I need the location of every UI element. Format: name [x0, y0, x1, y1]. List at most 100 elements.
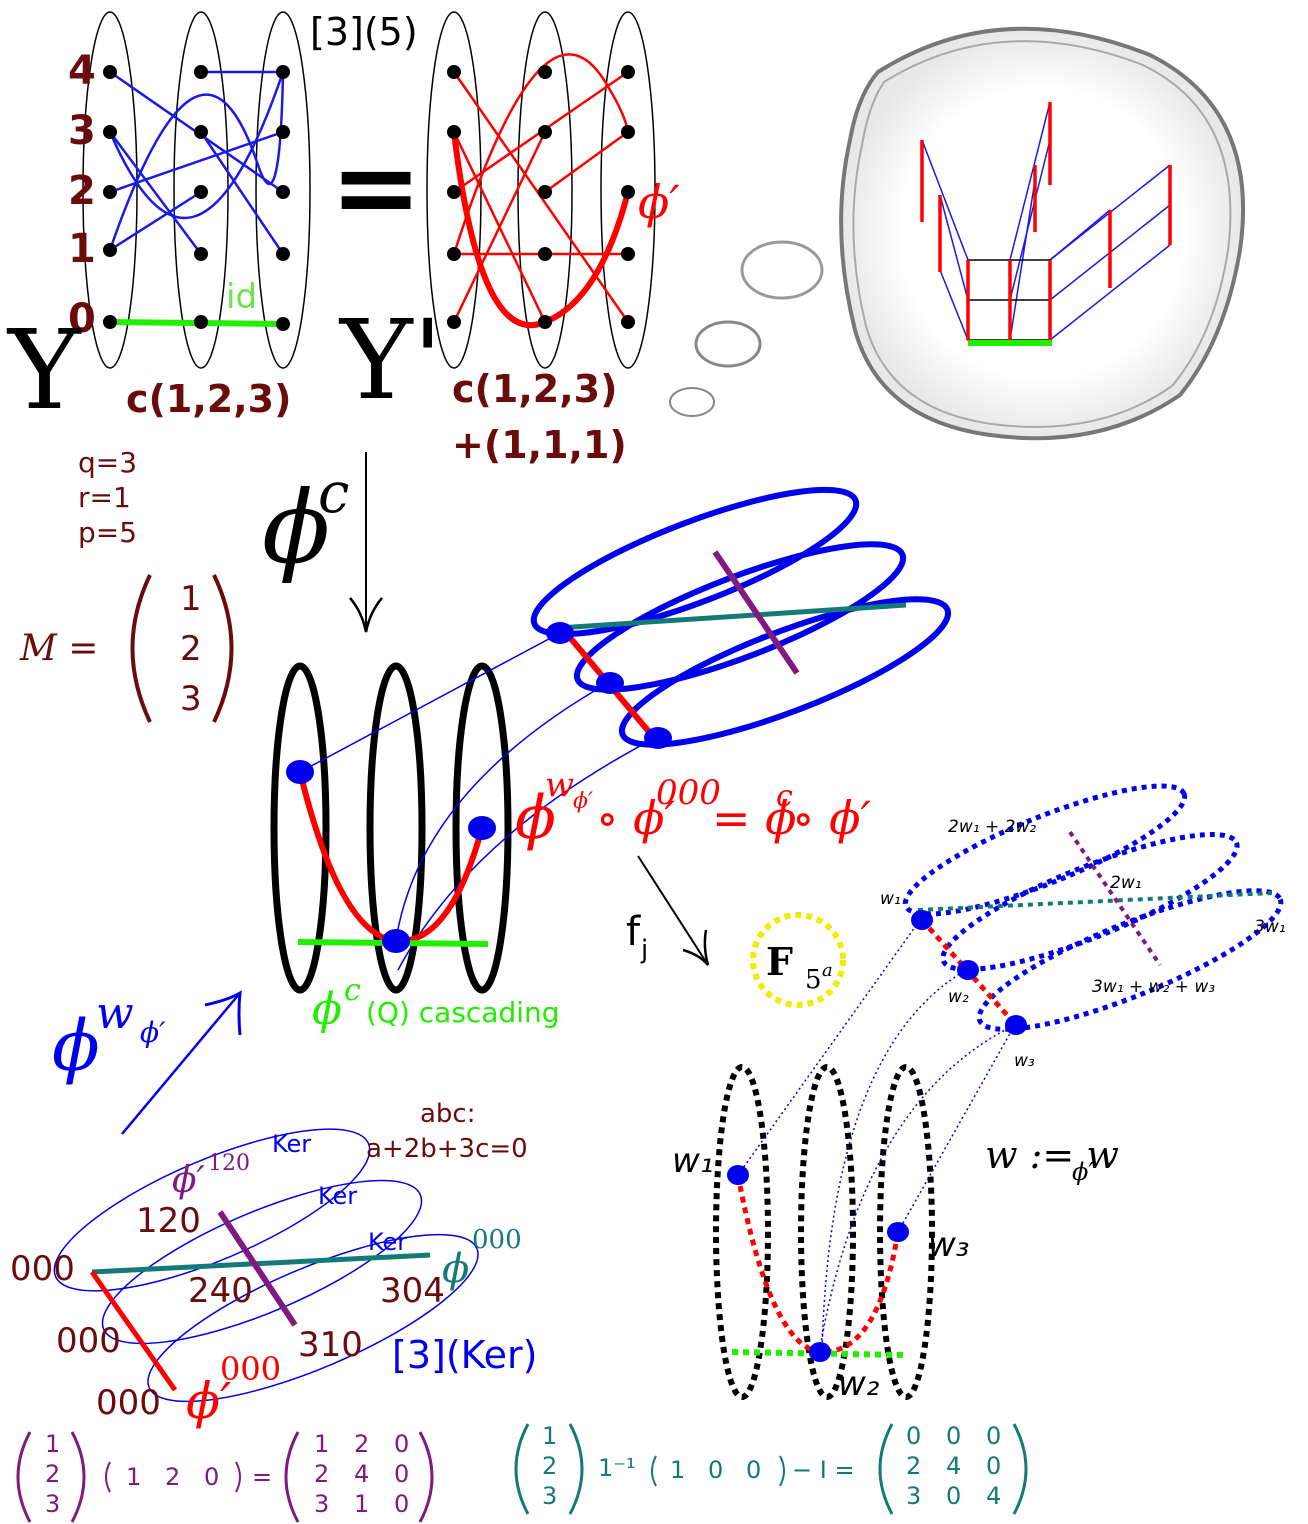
right-top-labels: 2w₁ + 2w₂ 2w₁ w₁ 3w₁ w₂ 3w₁ + w₂ + w₃ w₃	[880, 817, 1286, 1071]
eq1-res-2-3: 0	[394, 1460, 409, 1488]
field-F-sub: 5	[805, 965, 822, 995]
phi-000-sup: 000	[472, 1225, 522, 1255]
num-000-b: 000	[56, 1321, 121, 1361]
eq1-row-1: 1	[126, 1463, 141, 1491]
field-F: F	[766, 939, 793, 984]
c-label-right-plus: +(1,1,1)	[452, 423, 627, 467]
eq2-res-3-2: 0	[946, 1482, 961, 1510]
label-w1-top: w₁	[880, 889, 901, 909]
field-F-subsup: a	[822, 960, 833, 981]
eq2-res-3-3: 4	[986, 1482, 1001, 1510]
composition-phi: ϕ	[515, 783, 556, 853]
label-w2-top: w₂	[948, 987, 969, 1007]
fj-f: f	[626, 909, 641, 955]
upsilon-left: Υ	[6, 306, 82, 434]
ker-label-2: Ker	[318, 1182, 357, 1210]
kernel-diagram: abc: a+2b+3c=0 Ker Ker Ker ϕ′ 120 ϕ 000 …	[10, 1099, 538, 1430]
eq2-col-2: 2	[542, 1452, 557, 1480]
composition-rhs-tail: ∘ ϕ′	[792, 791, 872, 845]
phi-c-label: ϕ	[262, 469, 330, 586]
c-label-right: c(1,2,3)	[452, 367, 617, 411]
eq1-row-2: 2	[165, 1463, 180, 1491]
num-310: 310	[298, 1325, 363, 1365]
label-w1-bottom: w₁	[672, 1141, 713, 1181]
phi-w-label: ϕ	[52, 1005, 100, 1087]
row-label-0: 0	[68, 296, 96, 342]
eq1-col-1: 1	[45, 1430, 60, 1458]
c-label-left: c(1,2,3)	[126, 377, 291, 421]
matrix-M-entry-3: 3	[180, 679, 202, 719]
field-badge: F 5 a	[750, 912, 846, 1008]
eq2-row-2: 0	[708, 1456, 723, 1484]
eq2-res-2-2: 4	[946, 1452, 961, 1480]
phi-prime-000-sup: 000	[220, 1350, 281, 1388]
eq2-res-1-2: 0	[946, 1422, 961, 1450]
abc-line-2: a+2b+3c=0	[366, 1134, 528, 1164]
eq2-res-3-1: 3	[906, 1482, 921, 1510]
eq2-res-2-1: 2	[906, 1452, 921, 1480]
label-w3-top: w₃	[1014, 1051, 1035, 1071]
upsilon-left-diagram: 4 3 2 1 0 id Υ c(1,2,3)	[6, 11, 311, 434]
eq1-res-3-3: 0	[394, 1490, 409, 1518]
param-q: q=3	[78, 446, 137, 479]
kernel-label: [3](Ker)	[392, 1333, 538, 1377]
matrix-M-entry-2: 2	[180, 629, 202, 669]
right-bottom-labels: w₁ w₃ w₂	[672, 1141, 969, 1404]
eq2-res-1-1: 0	[906, 1422, 921, 1450]
composition-label: ϕ w ϕ′ ∘ ϕ′ 000 = ϕ c ∘ ϕ′	[515, 765, 872, 853]
label-3w1: 3w₁	[1254, 917, 1286, 937]
eq1-res-1-2: 2	[354, 1430, 369, 1458]
matrix-M: M = 1 2 3	[19, 574, 234, 723]
phi-120: ϕ′	[172, 1160, 205, 1201]
num-240: 240	[188, 1271, 253, 1311]
eq2-res-1-3: 0	[986, 1422, 1001, 1450]
ker-label-1: Ker	[272, 1130, 311, 1158]
phi-120-sup: 120	[208, 1151, 250, 1176]
upsilon-right-diagram: Υ' c(1,2,3) +(1,1,1) ϕ′	[338, 11, 680, 467]
matrix-M-entry-1: 1	[180, 579, 202, 619]
row-label-3: 3	[68, 108, 96, 154]
composition-rest: ∘ ϕ′	[596, 791, 676, 845]
phi-w-sup: w	[96, 988, 134, 1039]
num-120: 120	[136, 1201, 201, 1241]
composition-rhs-sup: c	[776, 779, 793, 814]
composition-sup: w	[545, 765, 574, 805]
composition-rhs: = ϕ	[712, 791, 797, 845]
cascade-diagram: ϕ w ϕ′ ∘ ϕ′ 000 = ϕ c ∘ ϕ′ ϕ c (Q) casca…	[270, 486, 952, 1035]
param-r: r=1	[78, 481, 131, 514]
equation-2: 1 2 3 1⁻¹ 1 0 0 − I = 0 0 0 2 4 0 3 0 4	[514, 1422, 1028, 1515]
id-label: id	[226, 277, 257, 317]
params: q=3 r=1 p=5	[78, 446, 137, 549]
equals-sign: =	[330, 123, 422, 251]
phi-prime-top: ϕ′	[638, 175, 680, 229]
num-000-c: 000	[96, 1383, 161, 1423]
phi-c-arrow: ϕ c	[262, 452, 383, 633]
title: [3](5)	[310, 10, 418, 54]
right-dotted-diagram: 2w₁ + 2w₂ 2w₁ w₁ 3w₁ w₂ 3w₁ + w₂ + w₃ w₃	[672, 783, 1286, 1404]
row-labels: 4 3 2 1 0	[68, 48, 96, 342]
label-2w1: 2w₁	[1110, 873, 1142, 893]
equation-1: 1 2 3 1 2 0 = 1 2 0 2 4 0 3 1 0	[16, 1430, 434, 1523]
eq1-col-2: 2	[45, 1460, 60, 1488]
eq1-res-1-1: 1	[314, 1430, 329, 1458]
fj-j: j	[640, 935, 648, 965]
eq1-col-3: 3	[45, 1490, 60, 1518]
eq2-col-1: 1	[542, 1422, 557, 1450]
phi-w-arrow: ϕ w ϕ′	[52, 988, 242, 1135]
label-2w1-2w2: 2w₁ + 2w₂	[948, 817, 1036, 837]
eq1-res-2-2: 4	[354, 1460, 369, 1488]
cascading-sup: c	[344, 973, 361, 1008]
cascading-text: (Q) cascading	[366, 996, 560, 1029]
composition-rest-sup: 000	[656, 773, 721, 813]
row-label-2: 2	[68, 168, 96, 214]
eq2-row-3: 0	[746, 1456, 761, 1484]
num-000-a: 000	[10, 1249, 75, 1289]
eq1-res-1-3: 0	[394, 1430, 409, 1458]
w-definition-sub: ϕ′	[1072, 1158, 1094, 1186]
cloud-inner-diagram	[920, 101, 1172, 346]
eq1-res-3-2: 1	[354, 1490, 369, 1518]
label-w3-bottom: w₃	[928, 1225, 969, 1265]
phi-prime-000: ϕ′	[186, 1372, 232, 1430]
eq1-res-2-1: 2	[314, 1460, 329, 1488]
